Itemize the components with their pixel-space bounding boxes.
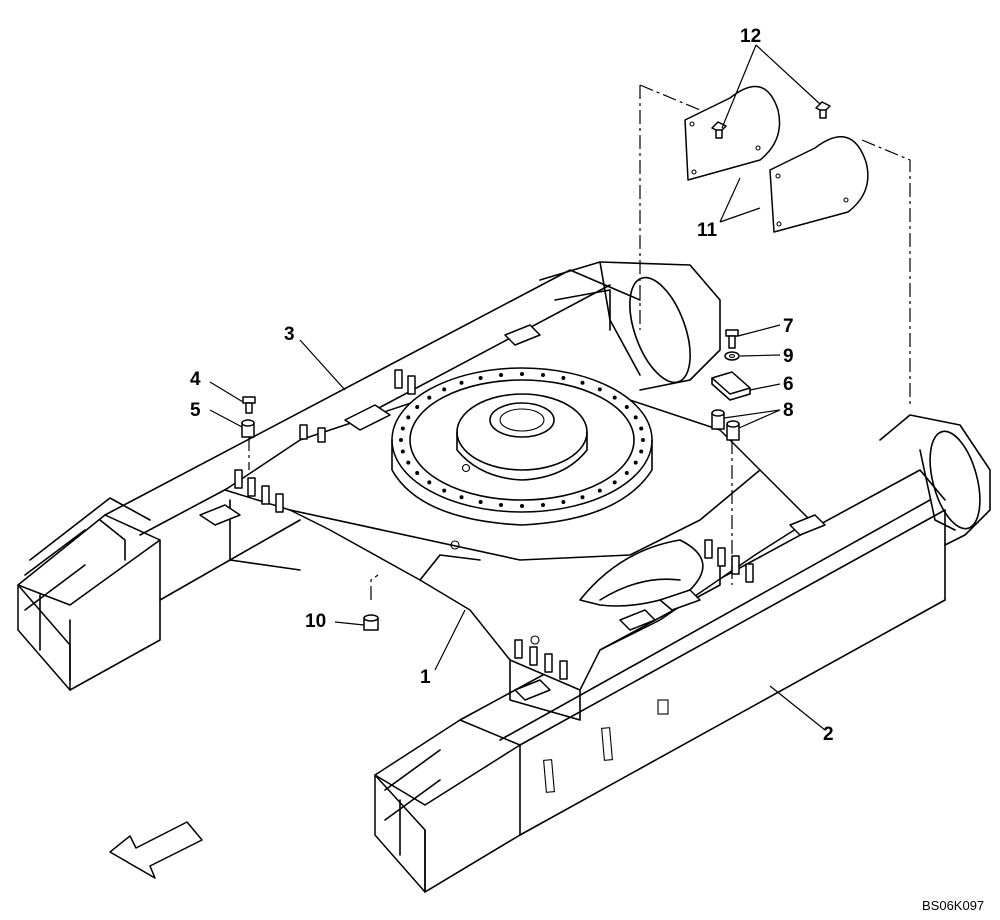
part-spacer-5 [241,419,255,438]
bolt-hole [561,376,566,380]
side-frame-left [17,269,641,691]
callout-8: 8 [783,400,794,421]
bolt-hole [499,373,503,377]
part-bolt-4 [242,396,256,414]
bolt-hole [633,415,638,420]
callout-11: 11 [697,220,718,241]
leader-lines [209,44,826,731]
part-washer-9 [724,351,740,361]
callout-2: 2 [823,724,834,745]
side-frame-right [374,469,946,893]
bolt-hole [624,405,629,409]
bolt-hole [633,460,638,465]
bolt-hole [641,438,645,442]
bolt-hole [427,395,432,400]
bolt-hole [478,376,483,380]
cover-plate-upper [684,85,781,181]
callout-10: 10 [305,611,326,632]
bolt-hole [478,500,483,504]
callout-5: 5 [190,400,201,421]
bolt-hole [442,387,447,392]
bolt-hole [541,503,545,507]
bolt-hole [427,480,432,485]
bolt-hole [639,426,644,431]
callout-6: 6 [783,374,794,395]
part-spacers-8 [711,409,740,441]
bolt-hole [406,415,411,420]
bolt-hole [580,495,585,500]
front-direction-arrow-icon [109,821,203,879]
part-bolt-7 [725,329,739,349]
mounting-bolts [234,369,754,680]
bolt-hole [520,372,524,376]
drawing-code: BS06K097 [922,898,984,913]
bolt-hole [612,395,617,400]
bolt-hole [459,495,464,500]
bolt-hole [520,504,524,508]
callout-1: 1 [420,667,431,688]
callout-9: 9 [783,346,794,367]
swing-bearing [391,367,653,526]
center-frame [199,324,826,721]
bolt-hole [639,449,644,454]
bolt-hole [400,449,405,454]
bolt-hole [612,480,617,485]
bolt-hole [399,438,403,442]
bolt-hole [541,373,545,377]
bolt-hole [400,426,405,431]
bolt-hole [597,488,602,493]
idler-housing-front [879,414,991,546]
bolt-hole [561,500,566,504]
callout-4: 4 [190,369,201,390]
bolt-hole [415,405,420,409]
bearing-bolt-holes [399,372,645,508]
assembly-lines [248,84,911,600]
bolt-hole [624,471,629,475]
callout-3: 3 [284,324,295,345]
bolt-hole [459,380,464,385]
bolt-hole [597,387,602,392]
callout-labels: 1 2 3 4 5 6 7 8 9 10 11 12 [190,26,834,745]
bolt-hole [406,460,411,465]
bolt-hole [580,380,585,385]
bolt-hole [499,503,503,507]
part-plate-6 [711,371,751,401]
callout-7: 7 [783,316,794,337]
bolt-hole [415,471,420,475]
cover-bolts [711,101,831,139]
cover-plate-lower [769,136,869,233]
bolt-hole [442,488,447,493]
callout-12: 12 [740,26,761,47]
part-plug-10 [363,614,379,631]
idler-housing-rear [539,261,721,391]
